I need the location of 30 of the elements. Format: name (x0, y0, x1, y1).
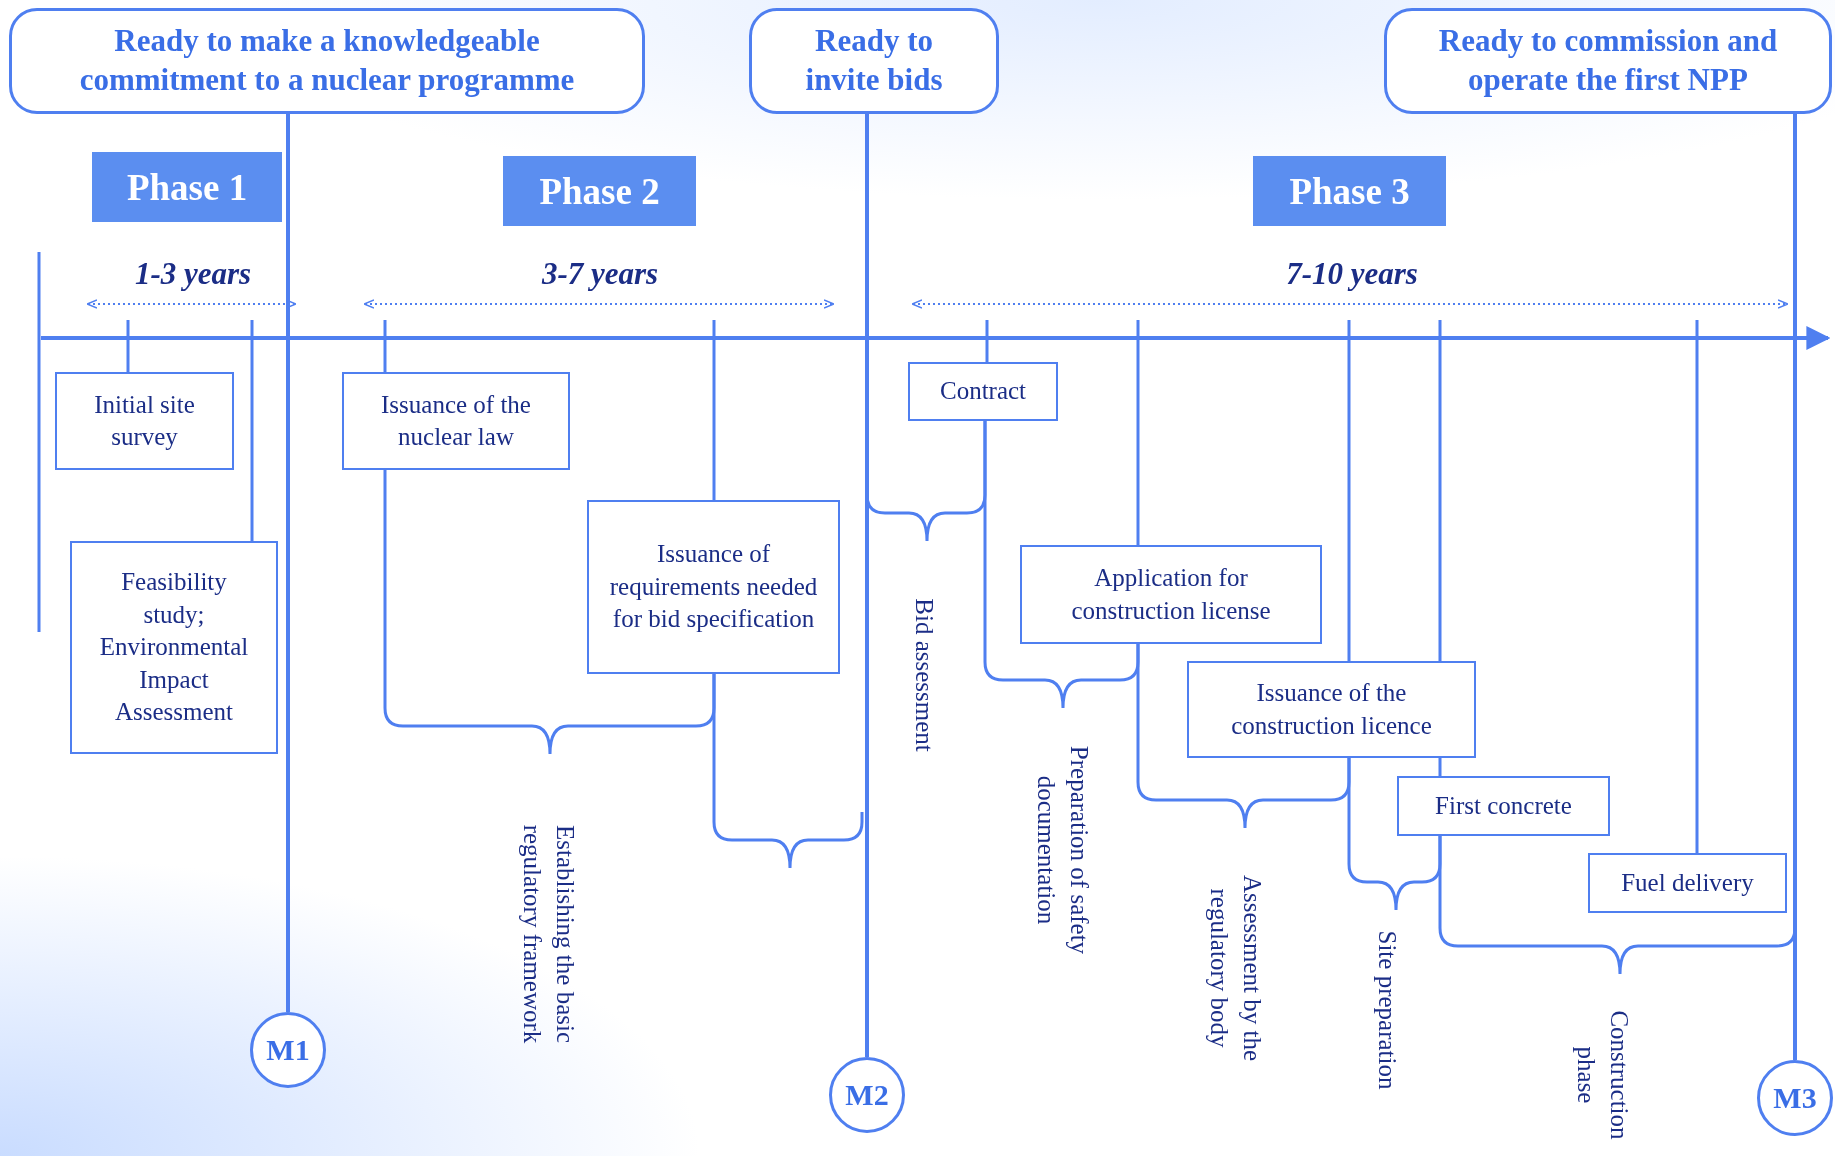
activity-box: Issuance of the construction licence (1187, 661, 1476, 758)
connector-line (865, 114, 869, 1057)
duration-label: 7-10 years (1286, 256, 1418, 292)
connector-line (1793, 114, 1797, 1060)
activity-box: First concrete (1397, 776, 1610, 836)
phase-activity-label: Preparation of safety documentation (1032, 744, 1094, 957)
duration-label: 1-3 years (134, 256, 252, 292)
milestone-circle: M3 (1757, 1060, 1833, 1136)
phase-activity-label: Site preparation (1373, 930, 1403, 1090)
milestone-box: Ready to invite bids (749, 8, 999, 114)
phase-activity-label: Assessment by the regulatory body (1205, 873, 1267, 1064)
activity-box: Issuance of the nuclear law (342, 372, 570, 470)
milestone-box: Ready to commission and operate the first NPP (1384, 8, 1832, 114)
duration-label: 3-7 years (541, 256, 659, 292)
phase-box: Phase 3 (1253, 156, 1446, 226)
activity-box: Contract (908, 362, 1058, 421)
activity-box: Feasibility study; Environmental Impact Assessment (70, 541, 278, 754)
connector-line (286, 114, 290, 1012)
milestone-circle: M1 (250, 1012, 326, 1088)
milestone-circle: M2 (829, 1057, 905, 1133)
activity-box: Fuel delivery (1588, 853, 1787, 913)
phase-box: Phase 1 (92, 152, 282, 222)
phase-box: Phase 2 (503, 156, 696, 226)
activity-box: Issuance of requirements needed for bid specification (587, 500, 840, 674)
phase-activity-label: Bid assessment (910, 597, 940, 754)
phase-activity-label: Establishing the basic regulatory framework (518, 823, 580, 1046)
activity-box: Application for construction license (1020, 545, 1322, 644)
milestone-box: Ready to make a knowledgeable commitment to a nuclear programme (9, 8, 645, 114)
phase-activity-label: Construction phase (1572, 1009, 1634, 1142)
activity-box: Initial site survey (55, 372, 234, 470)
